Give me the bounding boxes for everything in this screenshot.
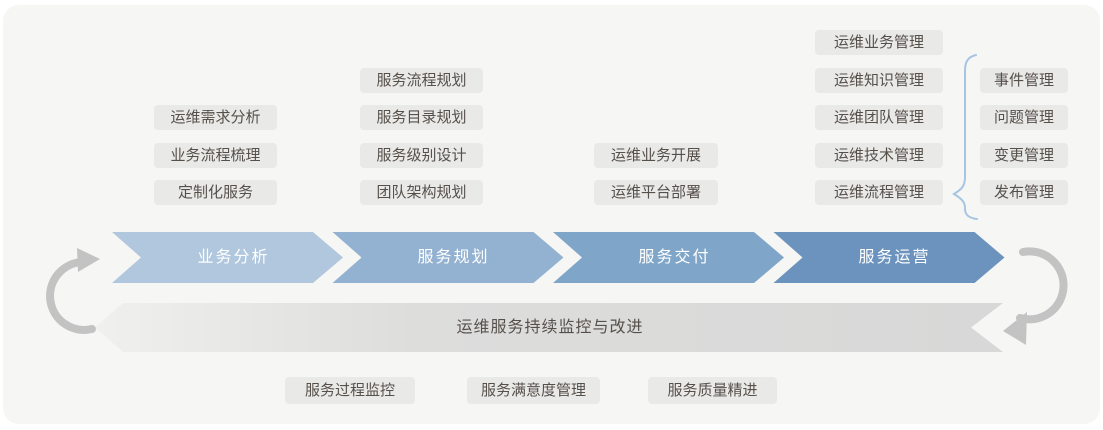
task-box: 服务目录规划 <box>360 105 483 130</box>
task-box: 发布管理 <box>980 180 1068 205</box>
stage-4-task-list: 运维业务管理 运维知识管理 运维团队管理 运维技术管理 运维流程管理 <box>815 30 943 205</box>
task-box: 运维技术管理 <box>815 142 943 168</box>
stage-chevron-3 <box>553 232 784 283</box>
monitor-box: 服务满意度管理 <box>467 377 600 404</box>
task-box: 运维需求分析 <box>154 105 277 130</box>
stage-label-4: 服务运营 <box>858 249 931 266</box>
task-box: 运维平台部署 <box>594 180 718 205</box>
task-box: 运维知识管理 <box>815 67 943 93</box>
task-box: 运维团队管理 <box>815 105 943 130</box>
task-box: 服务级别设计 <box>360 142 483 168</box>
stage-chevron-2 <box>332 232 564 283</box>
loop-arrow-right-icon <box>1003 247 1068 345</box>
stage-3-task-list: 运维业务开展 运维平台部署 <box>594 142 718 205</box>
feedback-band-shape <box>95 303 1003 352</box>
task-box: 服务流程规划 <box>360 67 483 93</box>
task-box: 运维流程管理 <box>815 180 943 205</box>
task-box: 业务流程梳理 <box>154 142 277 168</box>
brace-connector <box>952 54 978 220</box>
task-box: 问题管理 <box>980 105 1068 130</box>
stage-4-subprocess-list: 事件管理 问题管理 变更管理 发布管理 <box>980 67 1068 205</box>
stage-label-1: 业务分析 <box>197 249 270 266</box>
stage-label-2: 服务规划 <box>417 249 490 266</box>
feedback-band-label: 运维服务持续监控与改进 <box>456 319 644 336</box>
task-box: 事件管理 <box>980 67 1068 93</box>
stage-1-task-list: 运维需求分析 业务流程梳理 定制化服务 <box>154 105 277 205</box>
task-box: 运维业务管理 <box>815 30 943 55</box>
monitor-box: 服务质量精进 <box>648 377 777 404</box>
task-box: 团队架构规划 <box>360 180 483 205</box>
task-box: 变更管理 <box>980 142 1068 168</box>
stage-chevron-4 <box>773 232 1005 283</box>
stage-2-task-list: 服务流程规划 服务目录规划 服务级别设计 团队架构规划 <box>360 67 483 205</box>
task-box: 运维业务开展 <box>594 142 718 168</box>
monitor-box: 服务过程监控 <box>285 377 415 404</box>
stage-chevron-1 <box>112 232 343 283</box>
loop-arrow-left-icon <box>46 248 100 334</box>
task-box: 定制化服务 <box>154 180 277 205</box>
stage-label-3: 服务交付 <box>638 249 711 266</box>
